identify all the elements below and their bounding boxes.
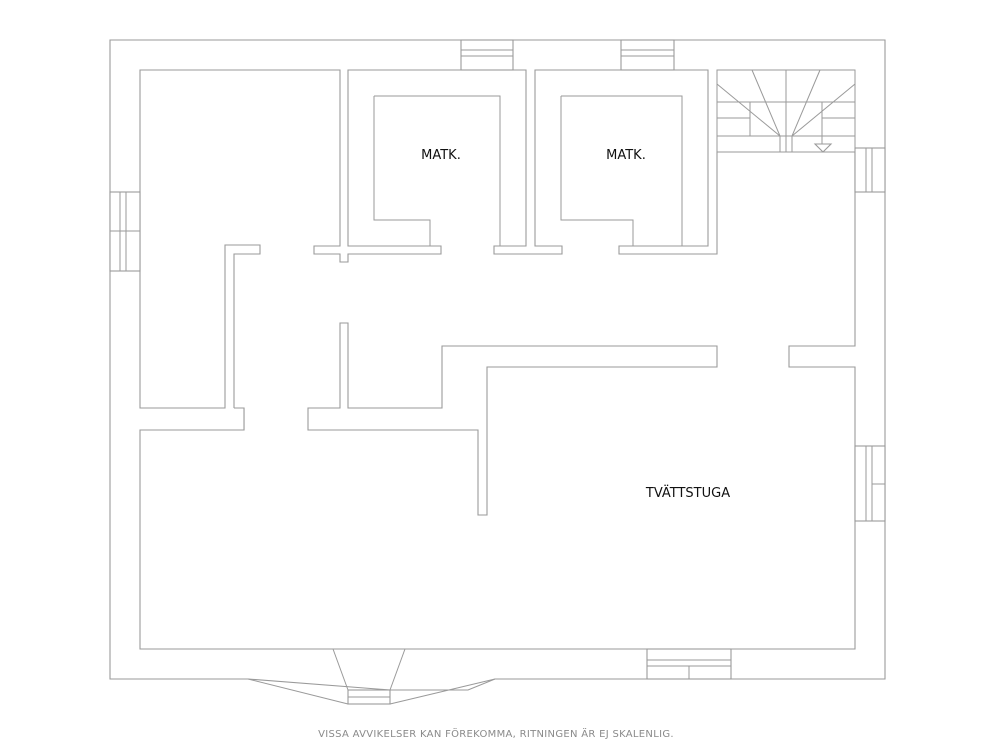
window-left <box>109 191 141 272</box>
staircase <box>716 69 856 153</box>
room-label-storage-left: MATK. <box>421 148 461 163</box>
room-label-storage-right: MATK. <box>606 148 646 163</box>
window-right-upper <box>854 147 886 193</box>
window-right-lower <box>854 445 886 522</box>
windows <box>109 39 886 680</box>
window-top-right <box>620 39 675 71</box>
stair-arrow-icon <box>813 143 833 153</box>
interior-walls <box>140 69 718 516</box>
entrance-bay <box>247 648 496 705</box>
room-label-laundry: TVÄTTSTUGA <box>645 485 730 501</box>
window-bottom <box>646 648 732 680</box>
disclaimer-text: VISSA AVVIKELSER KAN FÖREKOMMA, RITNINGE… <box>318 729 674 740</box>
window-top-left <box>460 39 514 71</box>
